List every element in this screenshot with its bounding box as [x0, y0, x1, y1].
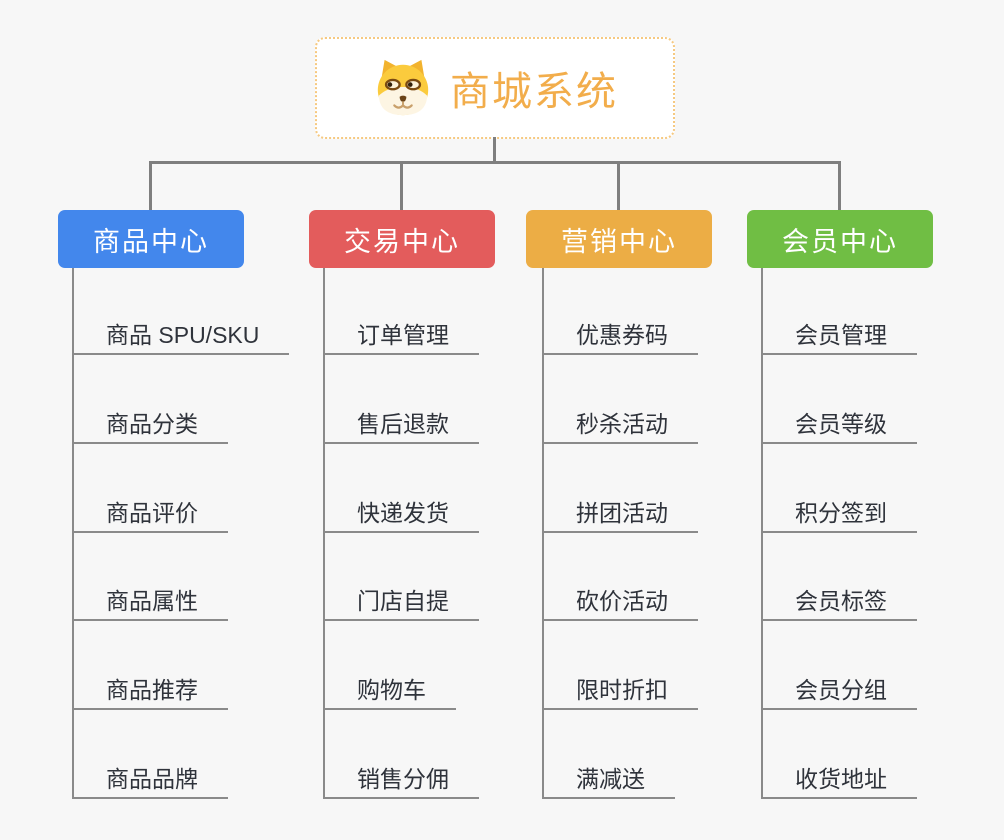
- connector-drop-trade: [400, 162, 403, 210]
- branch-spine-member: [761, 268, 763, 799]
- connector-drop-member: [838, 162, 841, 210]
- leaf-node[interactable]: 会员分组: [761, 676, 917, 710]
- branch-node-trade-center[interactable]: 交易中心: [309, 210, 495, 268]
- branch-spine-trade: [323, 268, 325, 799]
- connector-drop-product: [149, 162, 152, 210]
- leaf-node[interactable]: 购物车: [323, 676, 456, 710]
- root-title: 商城系统: [450, 70, 618, 114]
- leaf-node[interactable]: 满减送: [542, 765, 675, 799]
- leaf-node[interactable]: 商品属性: [72, 587, 228, 621]
- leaf-node[interactable]: 砍价活动: [542, 587, 698, 621]
- leaf-node[interactable]: 商品分类: [72, 410, 228, 444]
- root-node[interactable]: 商城系统: [315, 37, 675, 139]
- leaf-node[interactable]: 会员等级: [761, 410, 917, 444]
- branch-spine-product: [72, 268, 74, 799]
- branch-node-product-center[interactable]: 商品中心: [58, 210, 244, 268]
- leaf-node[interactable]: 门店自提: [323, 587, 479, 621]
- dog-face-icon: [377, 59, 429, 116]
- leaf-node[interactable]: 商品 SPU/SKU: [72, 321, 290, 355]
- leaf-node[interactable]: 优惠券码: [542, 321, 698, 355]
- leaf-node[interactable]: 积分签到: [761, 499, 917, 533]
- leaf-node[interactable]: 会员标签: [761, 587, 917, 621]
- branch-node-member-center[interactable]: 会员中心: [747, 210, 933, 268]
- leaf-node[interactable]: 售后退款: [323, 410, 479, 444]
- leaf-node[interactable]: 秒杀活动: [542, 410, 698, 444]
- leaf-node[interactable]: 会员管理: [761, 321, 917, 355]
- leaf-node[interactable]: 商品评价: [72, 499, 228, 533]
- leaf-node[interactable]: 收货地址: [761, 765, 917, 799]
- connector-drop-marketing: [617, 162, 620, 210]
- branch-spine-marketing: [542, 268, 544, 799]
- leaf-node[interactable]: 拼团活动: [542, 499, 698, 533]
- leaf-node[interactable]: 订单管理: [323, 321, 479, 355]
- leaf-node[interactable]: 销售分佣: [323, 765, 479, 799]
- connector-root-drop: [493, 137, 496, 163]
- leaf-node[interactable]: 商品品牌: [72, 765, 228, 799]
- branch-node-marketing-center[interactable]: 营销中心: [526, 210, 712, 268]
- leaf-node[interactable]: 限时折扣: [542, 676, 698, 710]
- connector-rail: [149, 161, 841, 164]
- leaf-node[interactable]: 快递发货: [323, 499, 479, 533]
- leaf-node[interactable]: 商品推荐: [72, 676, 228, 710]
